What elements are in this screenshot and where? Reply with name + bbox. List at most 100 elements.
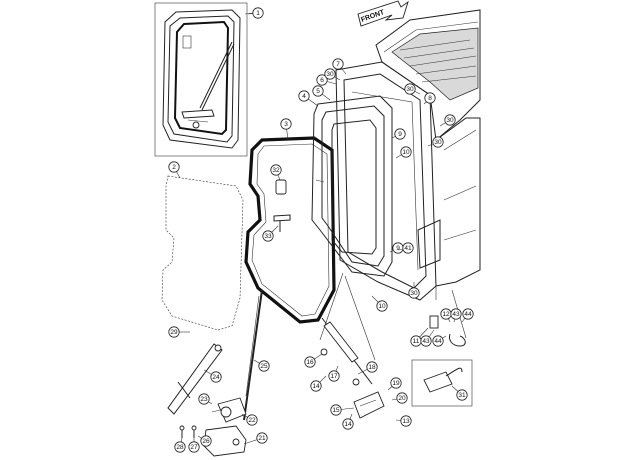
callout-c30e: 30: [408, 282, 420, 299]
callout-circle: [246, 414, 258, 426]
callout-number: 14: [344, 421, 352, 428]
callout-circle: [376, 300, 388, 312]
callout-number: 5: [316, 88, 320, 95]
callout-number: 26: [202, 438, 210, 445]
callout-number: 6: [320, 77, 324, 84]
callout-number: 28: [176, 444, 184, 451]
glass-panel: [161, 175, 244, 331]
callout-circle: [394, 128, 406, 140]
callout-c33: 33: [262, 225, 279, 242]
callout-c41: 41: [397, 242, 414, 254]
callout-c30b: 30: [404, 83, 421, 95]
callout-c22: 22: [241, 413, 258, 426]
callout-circle: [210, 371, 222, 383]
callout-number: 22: [248, 417, 256, 424]
callout-number: 30: [410, 290, 418, 297]
callout-circle: [198, 393, 210, 405]
callout-number: 24: [212, 374, 220, 381]
callout-c1: 1: [247, 7, 264, 19]
callout-number: 17: [330, 373, 338, 380]
callout-circle: [262, 230, 274, 242]
callout-number: 27: [190, 444, 198, 451]
small-hardware: [179, 425, 197, 438]
callout-circle: [400, 146, 412, 158]
callout-c17: 17: [328, 365, 340, 382]
callout-circle: [444, 114, 456, 126]
callout-c30c: 30: [439, 114, 456, 127]
callout-number: 44: [464, 311, 472, 318]
callout-c14b: 14: [342, 413, 354, 430]
callout-c20: 20: [391, 392, 408, 404]
callout-number: 2: [172, 164, 176, 171]
gas-strut: [320, 317, 373, 386]
callout-number: 3: [284, 121, 288, 128]
callout-c23: 23: [198, 393, 213, 405]
cab-body: [335, 9, 481, 301]
callout-number: 20: [398, 395, 406, 402]
callout-c15: 15: [330, 404, 355, 416]
callout-circle: [396, 392, 408, 404]
callout-c44b: 44: [432, 335, 447, 347]
callout-c10b: 10: [371, 295, 388, 312]
callout-c18: 18: [357, 361, 378, 375]
callout-c44a: 44: [461, 308, 474, 323]
callout-circle: [404, 83, 416, 95]
callout-number: 43: [422, 338, 430, 345]
callout-c10a: 10: [395, 146, 412, 159]
callout-number: 21: [258, 435, 266, 442]
callout-number: 16: [306, 359, 314, 366]
callout-circle: [432, 335, 444, 347]
callout-number: 19: [392, 380, 400, 387]
callout-number: 12: [442, 311, 450, 318]
callout-c29: 29: [168, 326, 190, 338]
callout-number: 30: [406, 86, 414, 93]
callout-circle: [200, 435, 212, 447]
callout-number: 23: [200, 396, 208, 403]
callout-number: 18: [368, 364, 376, 371]
callout-number: 30: [326, 71, 334, 78]
callout-number: 43: [452, 311, 460, 318]
callout-c14a: 14: [310, 375, 327, 392]
callout-circle: [310, 380, 322, 392]
callout-circle: [342, 418, 354, 430]
callout-c9: 9: [391, 128, 406, 140]
callout-c2: 2: [168, 161, 181, 179]
callout-number: 29: [170, 329, 178, 336]
callout-circle: [424, 92, 436, 104]
callout-circle: [270, 164, 282, 176]
callout-circle: [256, 432, 268, 444]
callout-circle: [188, 441, 200, 453]
callout-number: 8: [428, 95, 432, 102]
callout-c5: 5: [312, 85, 331, 101]
callout-number: 33: [264, 233, 272, 240]
callout-c27: 27: [188, 438, 200, 453]
callout-c12: 12: [440, 308, 452, 323]
callout-number: 1: [256, 10, 260, 17]
callout-c9b: 9: [389, 242, 404, 254]
callout-circle: [298, 90, 310, 102]
wiper-arm: [167, 343, 223, 415]
callout-number: 32: [272, 167, 280, 174]
callout-circle: [324, 68, 336, 80]
front-arrow: FRONT: [357, 0, 409, 27]
callout-circle: [312, 85, 324, 97]
callout-circle: [432, 136, 444, 148]
callout-circle: [366, 361, 378, 373]
callout-c24: 24: [203, 369, 222, 383]
callout-circle: [408, 287, 420, 299]
callout-number: 14: [312, 383, 320, 390]
callout-number: 11: [413, 338, 420, 345]
callout-c3: 3: [280, 118, 292, 141]
callout-c26: 26: [197, 435, 212, 447]
door-frame: [311, 95, 393, 277]
callout-number: 4: [302, 93, 306, 100]
callout-circle: [450, 308, 462, 320]
callout-c21: 21: [243, 432, 268, 445]
callout-c43a: 43: [450, 308, 462, 323]
callout-circle: [456, 389, 468, 401]
callout-circle: [330, 404, 342, 416]
wiper-blade: [243, 289, 263, 421]
callout-number: 41: [404, 245, 412, 252]
callout-circle: [168, 326, 180, 338]
